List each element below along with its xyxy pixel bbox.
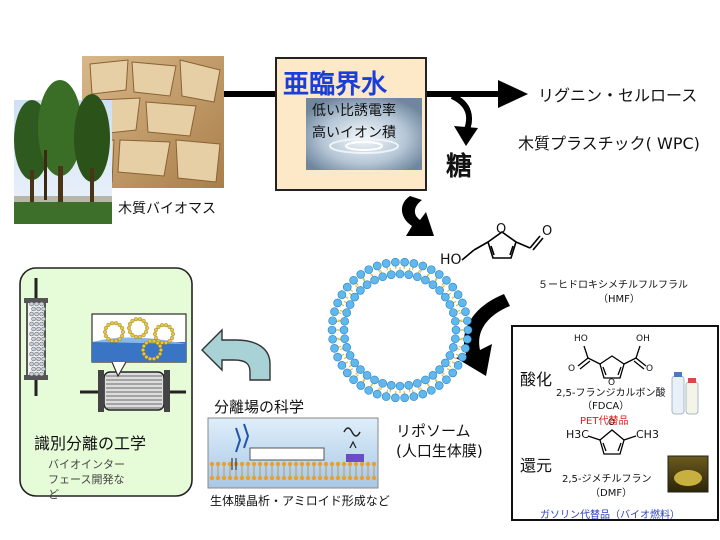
biofuel-photo (667, 455, 709, 493)
hmf-structure (461, 231, 544, 261)
hollow-fiber-module (80, 370, 186, 412)
hmf-abbr: （HMF） (598, 294, 640, 305)
hmf-atom-ho: HO (440, 252, 462, 268)
fdca-structure (577, 345, 647, 379)
biomass-label: 木質バイオマス (118, 201, 216, 217)
sugar-arrow (450, 93, 478, 146)
reduction-label: 還元 (520, 456, 553, 475)
high-ionic-product-label: 高いイオン積 (312, 125, 396, 141)
fdca-atom-oh: OH (636, 334, 650, 344)
hmf-name: ５ーヒドロキシメチルフルフラル (538, 280, 688, 291)
hmf-atom-o-aldehyde: O (542, 224, 553, 239)
dmf-structure (587, 429, 637, 455)
gasoline-substitute-label: ガソリン代替品（バイオ燃料） (540, 510, 680, 521)
lignin-cellulose-label: リグニン・セルロース (538, 86, 698, 105)
liposome (327, 257, 473, 403)
pet-substitute-label: PET代替品 (580, 416, 629, 427)
oxidation-label: 酸化 (520, 370, 553, 389)
dmf-name: 2,5-ジメチルフラン (562, 474, 652, 485)
liposome-label: リポソーム (396, 422, 471, 440)
products-arrow (456, 294, 510, 376)
separation-column (24, 278, 48, 396)
fdca-atom-ho: HO (574, 334, 588, 344)
artificial-membrane-label: (人口生体膜) (396, 442, 483, 460)
dmf-atom-o-ring: O (608, 418, 616, 428)
subcritical-water-box (275, 57, 427, 191)
dmf-atom-ch3: CH3 (636, 428, 659, 441)
dmf-abbr: （DMF） (590, 488, 633, 499)
fdca-atom-o-right: O (646, 364, 654, 374)
fdca-name: 2,5-フランジカルボン酸 (556, 388, 666, 399)
liposome-callout (91, 313, 187, 378)
subcritical-water-title: 亜臨界水 (283, 70, 388, 100)
hmf-arrow (401, 196, 434, 236)
membrane-illustration (207, 417, 379, 489)
wood-plastic-label: 木質プラスチック( WPC) (518, 134, 700, 153)
dmf-atom-h3c: H3C (566, 428, 589, 441)
back-arrow (201, 328, 271, 381)
hmf-atom-o-ring: O (496, 222, 507, 237)
separation-field-caption: 生体膜晶析・アミロイド形成など (210, 494, 390, 508)
biointerface-line1: バイオインター (48, 458, 125, 471)
low-dielectric-label: 低い比誘電率 (312, 103, 396, 119)
biointerface-line3: ど (48, 488, 59, 501)
forest-photo (14, 80, 112, 224)
discrimination-title: 識別分離の工学 (34, 434, 147, 453)
sugar-label: 糖 (446, 152, 473, 182)
pet-bottles-photo (671, 372, 699, 415)
fdca-abbr: （FDCA） (582, 401, 630, 412)
fdca-atom-o-ring: O (608, 378, 616, 388)
biointerface-line2: フェース開発な (48, 473, 125, 486)
separation-field-title: 分離場の科学 (214, 398, 305, 416)
fdca-atom-o-left: O (568, 364, 576, 374)
